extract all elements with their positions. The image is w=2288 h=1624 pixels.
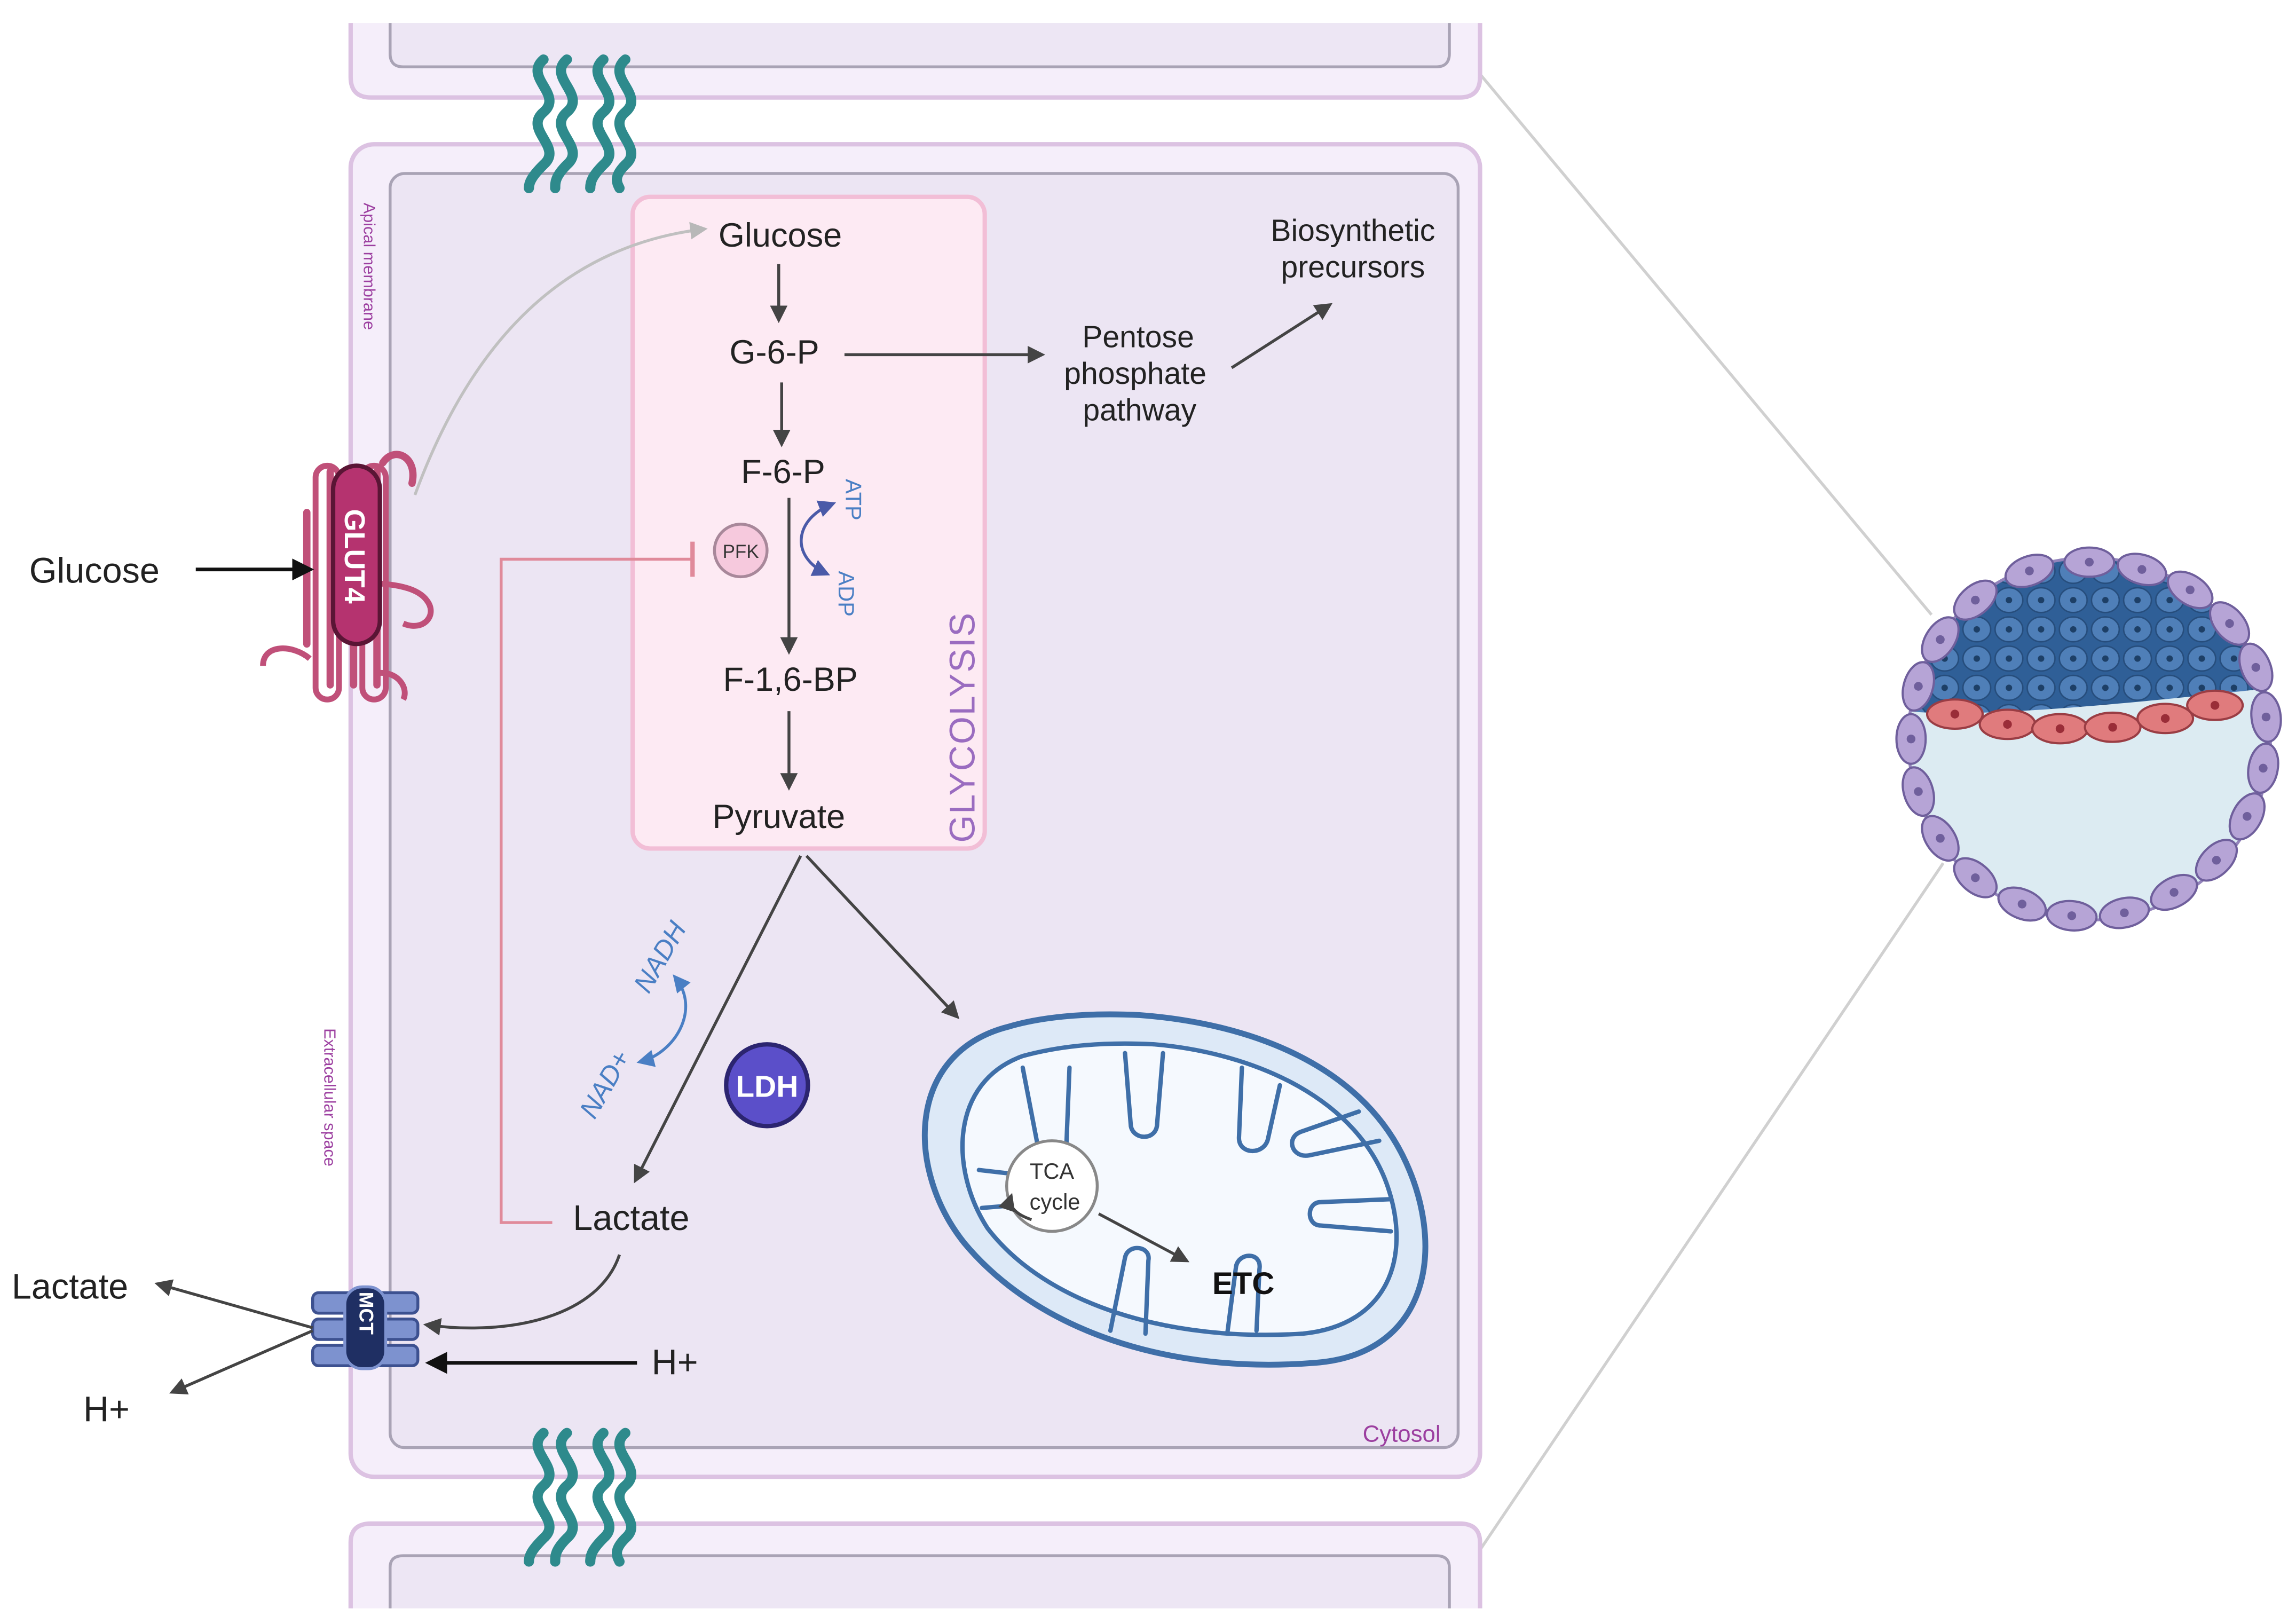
proton-internal-label: H+ [652,1343,698,1383]
glut4-transporter-icon [260,451,434,703]
proton-efflux-arrow [169,1329,313,1395]
glucose-uptake-arrow [413,222,708,496]
g6p-label: G-6-P [729,334,819,371]
lactate-efflux-arrow [154,1279,313,1329]
lactate-external-label: Lactate [12,1267,128,1306]
mitochondrion-icon [921,1011,1429,1368]
neighbour-cell-bottom [348,1521,1482,1609]
zoom-line-bottom [1479,862,1945,1551]
mct-transporter-icon [311,1285,420,1370]
tca-cycle [1005,1139,1099,1233]
proton-external-label: H+ [83,1390,130,1429]
glycolysis-arrows [770,264,798,791]
f6p-label: F-6-P [741,453,825,491]
lactate-pfk-inhibition [500,557,693,1224]
pfk-enzyme [713,523,769,579]
f16bp-label: F-1,6-BP [723,661,858,698]
lactate-to-mct-arrow [423,1254,621,1336]
ppp-label-1: Pentose [1082,320,1194,354]
cytosol-label: Cytosol [1363,1421,1441,1447]
ldh-enzyme [724,1042,810,1129]
apical-membrane-label: Apical membrane [360,203,378,330]
neighbour-cell-top [348,23,1482,100]
pyruvate-label: Pyruvate [712,798,845,835]
biosynthetic-label-1: Biosynthetic [1271,214,1435,248]
etc-label: ETC [1212,1266,1274,1301]
glycolysis-label: GLYCOLYSIS [943,612,983,843]
mct-label: MCT [355,1292,377,1335]
tca-to-etc-arrow [1098,1212,1190,1263]
nadh-nad-arrow [636,974,691,1067]
lactate-label: Lactate [573,1199,689,1238]
tca-label-2: cycle [1030,1189,1080,1214]
tight-junction-icon [524,1428,636,1567]
tight-junction-icon [524,54,636,193]
ppp-to-biosynthetic-arrow [1230,303,1333,369]
ldh-label: LDH [736,1070,798,1104]
glucose-label: Glucose [719,217,842,254]
atp-label: ATP [841,479,866,521]
extracellular-space-label: Extracellular space [321,1028,339,1166]
blastocyst-icon [1895,546,2282,932]
tca-label-1: TCA [1030,1158,1074,1184]
zoom-line-top [1479,73,1933,616]
atp-adp-arrow [800,500,837,576]
glut4-label: GLUT4 [338,509,370,603]
ppp-label-2: phosphate [1064,357,1206,391]
pyruvate-to-lactate-arrow [634,855,802,1184]
ppp-label-3: pathway [1083,393,1196,428]
tca-cycle-arrow [998,1193,1032,1221]
pfk-label: PFK [723,541,759,562]
glucose-external-label: Glucose [29,551,160,590]
pyruvate-to-mitochondrion-arrow [805,855,960,1019]
adp-label: ADP [834,571,859,617]
biosynthetic-label-2: precursors [1281,250,1425,284]
